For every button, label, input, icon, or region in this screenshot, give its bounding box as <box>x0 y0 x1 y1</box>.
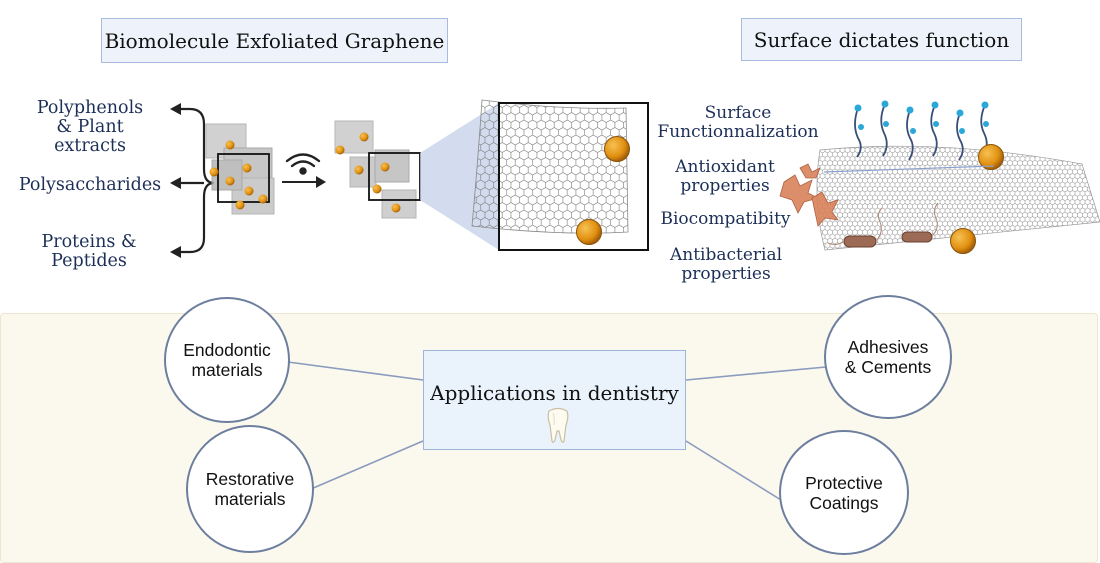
tooth-icon <box>547 407 569 443</box>
top-illustration <box>170 99 1100 258</box>
zoomed-graphene-sheet <box>471 99 629 234</box>
label-polysaccharides: Polysaccharides <box>18 175 162 195</box>
process-arrow <box>282 176 326 188</box>
exfoliated-flakes <box>334 120 417 219</box>
particle-large <box>604 136 630 162</box>
wifi-icon <box>285 153 321 175</box>
restorative-materials-circle: Restorative materials <box>186 425 314 553</box>
bacteria <box>843 231 933 248</box>
particles-stack <box>209 140 268 210</box>
endodontic-materials-circle: Endodontic materials <box>164 297 290 423</box>
leader-line <box>823 165 995 173</box>
applications-center-box: Applications in dentistry <box>423 350 686 450</box>
label-antioxidant: Antioxidant properties <box>675 157 775 196</box>
label-antibacterial: Antibacterial properties <box>669 245 783 284</box>
particle-large <box>576 219 602 245</box>
title-surface-function: Surface dictates function <box>741 18 1022 61</box>
title-biomolecule-graphene: Biomolecule Exfoliated Graphene <box>101 18 448 63</box>
label-surface-functionalization: Surface Functionnalization <box>657 103 819 142</box>
applications-title: Applications in dentistry <box>430 381 679 405</box>
antioxidant-cells <box>779 163 839 227</box>
particle-surface <box>978 144 1004 170</box>
bacteria-flagella <box>827 202 939 246</box>
particle-surface <box>950 228 976 254</box>
arrow-heads <box>170 103 181 258</box>
label-biocompatibility: Biocompatibity <box>660 209 791 229</box>
surface-molecules <box>854 103 988 161</box>
protective-coatings-circle: Protective Coatings <box>779 430 909 555</box>
label-proteins: Proteins & Peptides <box>41 232 137 271</box>
molecule-heads <box>854 100 989 134</box>
particles-exfoliated <box>335 132 401 213</box>
label-polyphenols: Polyphenols & Plant extracts <box>36 98 144 156</box>
adhesives-cements-circle: Adhesives & Cements <box>824 295 952 419</box>
